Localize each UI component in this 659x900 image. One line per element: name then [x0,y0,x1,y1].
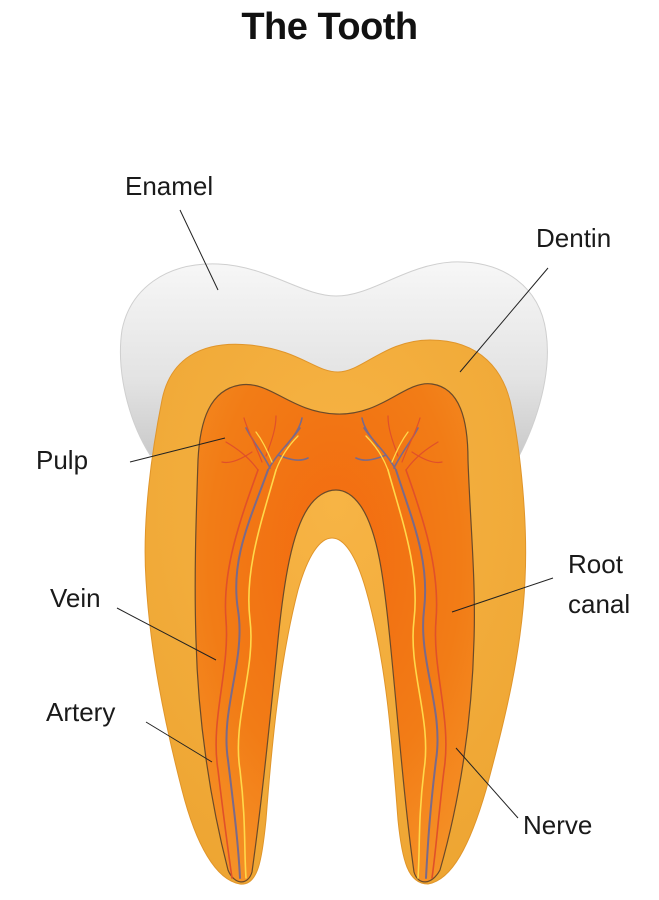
diagram-title: The Tooth [241,6,418,48]
label-artery: Artery [46,697,116,727]
artery-branches-right [387,415,443,471]
nerve-left [237,469,277,879]
leader-enamel [179,209,219,291]
pulp-chamber [194,383,476,883]
artery-right [405,469,447,879]
leader-nerve [455,747,519,819]
label-enamel: Enamel [125,171,214,201]
leader-artery [145,721,213,763]
label-vein: Vein [50,583,101,613]
leader-dentin [459,267,549,373]
nerve-branches-left [255,431,299,471]
vein-right [395,469,439,879]
vein-branches-left [245,417,309,471]
leader-lines [116,209,554,819]
artery-branches-left [221,415,277,471]
nerve-right [387,469,427,879]
leader-pulp [129,437,226,463]
label-dentin: Dentin [536,223,612,253]
leader-root-canal [451,577,554,613]
vein-left [225,469,269,879]
left-root-vessels [215,415,309,879]
label-root-canal-line1: Root [568,549,623,579]
label-pulp: Pulp [36,445,89,475]
artery-left [215,469,259,879]
vein-branches-right [355,417,419,471]
label-nerve: Nerve [523,810,593,840]
label-root-canal-line2: canal [568,589,631,619]
leader-vein [116,607,217,661]
right-root-vessels [355,415,447,879]
nerve-branches-right [365,431,409,471]
